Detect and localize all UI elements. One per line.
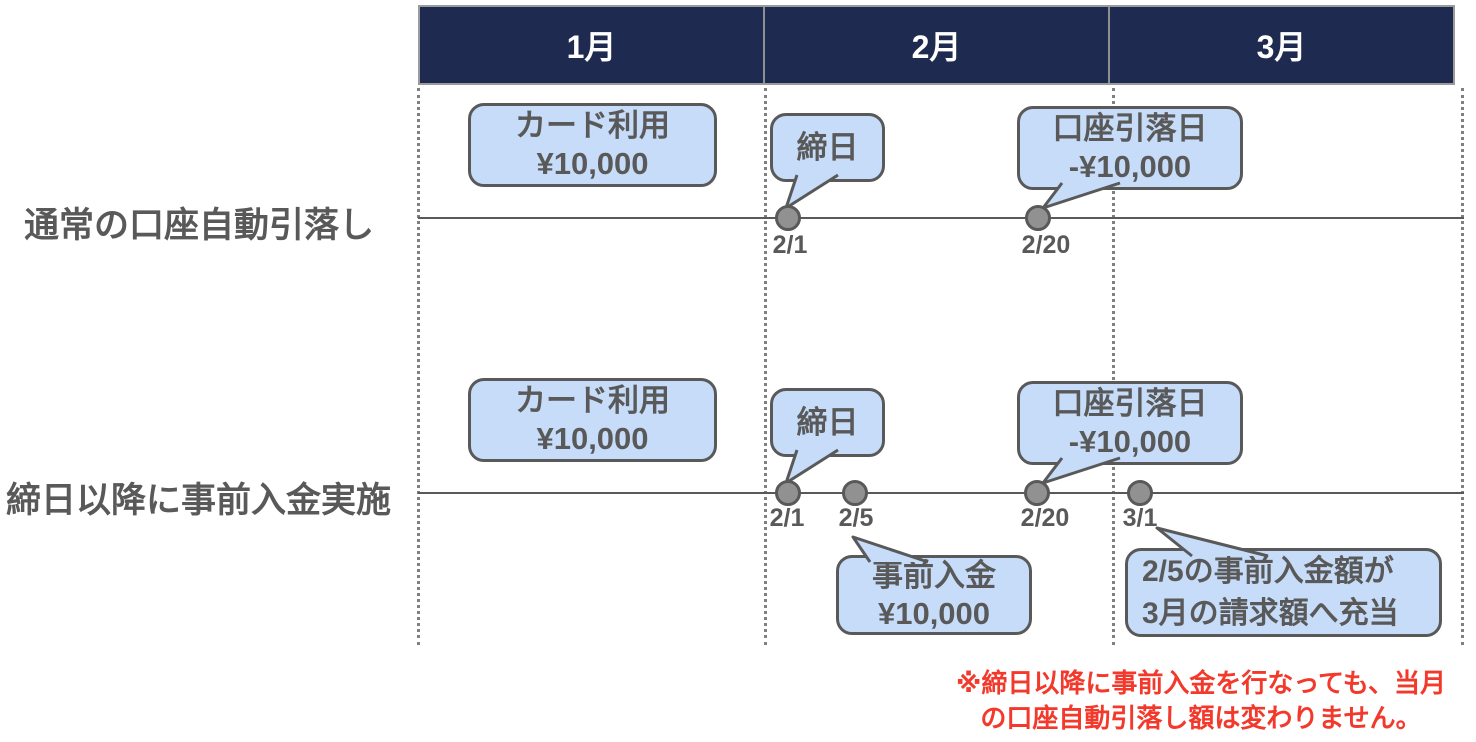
- timeline-point-row1-2-1: [775, 205, 801, 231]
- month-header-march: 3月: [1108, 7, 1453, 83]
- timeline-row2: [418, 492, 1464, 494]
- bubble-advance-deposit: 事前入金 ¥10,000: [836, 555, 1032, 635]
- bubble-withdrawal-title: 口座引落日: [1052, 111, 1208, 146]
- bubble-withdrawal-row2: 口座引落日 -¥10,000: [1017, 381, 1243, 465]
- bubble-note-line1: 2/5の事前入金額が: [1142, 554, 1394, 588]
- bubble-withdrawal-amount: -¥10,000: [1068, 149, 1192, 184]
- month-header-january: 1月: [566, 29, 617, 65]
- bubble-closing-date-label: 締日: [796, 129, 859, 165]
- date-label-row2-3-1: 3/1: [1122, 504, 1158, 532]
- date-label-row2-2-1: 2/1: [769, 504, 805, 532]
- bubble-advance-deposit-title: 事前入金: [872, 558, 996, 593]
- timeline-row1: [418, 217, 1464, 219]
- bubble-advance-deposit-amount: ¥10,000: [877, 596, 991, 631]
- bubble-march-allocation-note: 2/5の事前入金額が 3月の請求額へ充当: [1125, 548, 1442, 637]
- month-header-february: 2月: [763, 7, 1108, 83]
- bubble-withdrawal-amount: -¥10,000: [1068, 424, 1192, 459]
- month-divider-dotted-line: [417, 88, 420, 645]
- footnote-line2: の口座自動引落し額は変わりません。: [980, 703, 1422, 733]
- bubble-closing-date-row1: 締日: [770, 113, 885, 182]
- timeline-point-row1-2-20: [1025, 205, 1051, 231]
- footnote-warning: ※締日以降に事前入金を行なっても、当月 の口座自動引落し額は変わりません。: [928, 666, 1474, 736]
- row-label-normal-withdrawal: 通常の口座自動引落し: [24, 206, 375, 245]
- bubble-note-line2: 3月の請求額へ充当: [1142, 596, 1399, 630]
- row-label-advance-deposit: 締日以降に事前入金実施: [6, 481, 392, 520]
- bubble-withdrawal-title: 口座引落日: [1052, 386, 1208, 421]
- bubble-closing-date-row2: 締日: [770, 388, 885, 457]
- bubble-closing-date-label: 締日: [796, 404, 859, 440]
- bubble-card-use-title: カード利用: [515, 108, 670, 143]
- bubble-withdrawal-row1: 口座引落日 -¥10,000: [1017, 106, 1243, 190]
- bubble-card-use-row2: カード利用 ¥10,000: [468, 378, 717, 462]
- month-divider-dotted-line: [764, 88, 767, 645]
- timeline-point-row2-3-1: [1127, 480, 1153, 506]
- bubble-card-use-amount: ¥10,000: [536, 421, 649, 456]
- timeline-point-row2-2-1: [775, 480, 801, 506]
- bubble-card-use-row1: カード利用 ¥10,000: [468, 103, 717, 187]
- date-label-row1-2-20: 2/20: [1021, 231, 1071, 259]
- bubble-card-use-amount: ¥10,000: [536, 146, 649, 181]
- timeline-point-row2-2-20: [1024, 480, 1050, 506]
- date-label-row2-2-20: 2/20: [1020, 504, 1070, 532]
- timeline-point-row2-2-5: [842, 480, 868, 506]
- month-divider-dotted-line: [1461, 88, 1464, 645]
- date-label-row2-2-5: 2/5: [838, 504, 874, 532]
- date-label-row1-2-1: 2/1: [772, 231, 808, 259]
- month-divider-dotted-line: [1112, 88, 1115, 645]
- month-header: 1月 2月 3月: [418, 5, 1455, 85]
- footnote-line1: ※締日以降に事前入金を行なっても、当月: [956, 668, 1446, 698]
- bubble-card-use-title: カード利用: [515, 383, 670, 418]
